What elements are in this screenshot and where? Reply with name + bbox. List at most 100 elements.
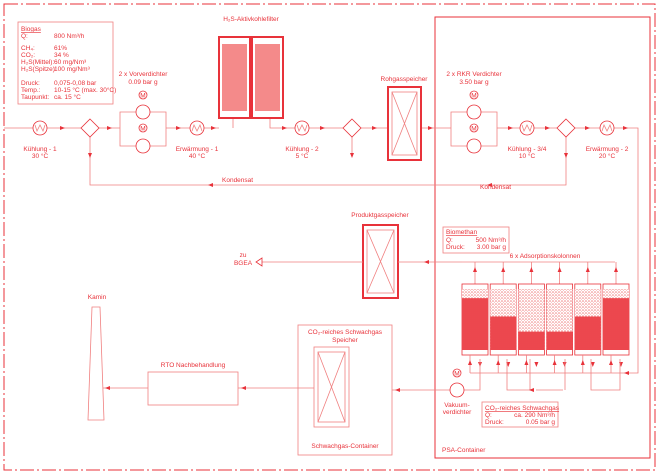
svg-text:30 °C: 30 °C (32, 152, 49, 160)
column-loaded-zone (603, 298, 629, 350)
svg-text:RTO Nachbehandlung: RTO Nachbehandlung (161, 362, 226, 369)
svg-text:Q:: Q: (21, 33, 28, 40)
schwachgas-speicher (313, 346, 350, 428)
schwachgas-speicher-label-2: Speicher (332, 337, 358, 344)
svg-text:ca. 15 °C: ca. 15 °C (54, 93, 81, 101)
svg-text:Druck:: Druck: (446, 244, 465, 251)
flow-arrow (585, 267, 590, 272)
flow-arrow (557, 267, 562, 272)
flow-arrow (473, 267, 477, 272)
schwachgas-speicher-label: CO₂-reiches Schwachgas (308, 329, 383, 336)
column-loaded-zone (490, 316, 517, 350)
svg-text:CO₂:: CO₂: (21, 52, 35, 59)
kuehlung-1: Kühlung - 130 °C (23, 120, 57, 160)
svg-text:34 %: 34 % (54, 52, 69, 59)
svg-text:H₂S(Spitze):: H₂S(Spitze): (21, 66, 57, 73)
svg-text:Druck:: Druck: (21, 80, 40, 87)
psa-container (434, 16, 651, 459)
svg-text:H₂S-Aktivkohlefilter: H₂S-Aktivkohlefilter (223, 16, 279, 23)
aktivkohlefilter: H₂S-Aktivkohlefilter (218, 16, 284, 119)
column-loaded-zone (462, 298, 488, 350)
flow-arrow (524, 360, 529, 365)
flow-arrow (590, 362, 595, 367)
svg-text:Kühlung - 2: Kühlung - 2 (285, 146, 319, 153)
kondensat-label: Kondensat (222, 177, 253, 184)
schwachgas-info-box: CO₂-reiches Schwachgas Q: ca. 290 Nm³/h D… (481, 401, 560, 428)
column-loaded-zone (574, 316, 601, 350)
svg-text:M: M (471, 126, 476, 133)
vakuumverdichter: M Vakuum-verdichter (443, 368, 472, 416)
kondensat-label-2: Kondensat (480, 184, 511, 191)
svg-text:40 °C: 40 °C (189, 152, 206, 160)
svg-text:500 Nm³/h: 500 Nm³/h (476, 237, 507, 244)
svg-text:61%: 61% (54, 45, 67, 52)
condensate-line (89, 136, 567, 186)
flow-arrow (529, 267, 534, 272)
kamin: Kamin (87, 294, 107, 421)
biomethan-info-box: Biomethan Q: 500 Nm³/h Druck: 3.00 bar g (442, 226, 510, 254)
produktgasspeicher: Produktgasspeicher (351, 212, 410, 299)
svg-text:100 mg/Nm³: 100 mg/Nm³ (54, 66, 91, 73)
svg-text:ca. 290 Nm³/h: ca. 290 Nm³/h (514, 412, 555, 419)
kuehlung-2: Kühlung - 25 °C (285, 120, 319, 160)
bgea-label-2: BGEA (234, 260, 253, 267)
svg-text:Erwärmung - 1: Erwärmung - 1 (176, 146, 219, 153)
svg-text:Biogas: Biogas (21, 26, 42, 33)
svg-text:5 °C: 5 °C (296, 152, 309, 160)
plant-boundary (3, 3, 656, 471)
flow-arrow (501, 267, 506, 272)
psa-container-label: PSA-Container (442, 447, 486, 454)
svg-text:Kühlung - 1: Kühlung - 1 (23, 146, 57, 153)
svg-text:Erwärmung - 2: Erwärmung - 2 (586, 146, 629, 153)
flow-arrow (552, 360, 557, 365)
column-loaded-zone (518, 331, 545, 350)
svg-text:Vakuum-: Vakuum- (444, 402, 470, 409)
svg-text:0.09 bar g: 0.09 bar g (128, 79, 158, 86)
svg-text:60 mg/Nm³: 60 mg/Nm³ (54, 59, 87, 66)
svg-text:Druck:: Druck: (485, 419, 504, 426)
svg-text:Rohgasspeicher: Rohgasspeicher (381, 76, 429, 83)
svg-text:Q:: Q: (446, 237, 453, 244)
svg-text:2 x Vorverdichter: 2 x Vorverdichter (119, 71, 169, 78)
svg-text:CO₂-reiches Schwachgas: CO₂-reiches Schwachgas (485, 405, 560, 412)
flow-arrow (534, 362, 539, 367)
svg-text:0.05 bar g: 0.05 bar g (526, 419, 556, 426)
biogas-info-box: Biogas Q: 800 Nm³/h CH₄: 61% CO₂: 34 % H₂S(… (17, 21, 116, 105)
erwaermung-1: Erwärmung - 140 °C (176, 120, 219, 160)
svg-text:M: M (140, 126, 145, 133)
svg-text:10 °C: 10 °C (519, 152, 536, 160)
bgea-outlet-arrow (255, 257, 263, 267)
svg-text:0,075-0,08 bar: 0,075-0,08 bar (54, 80, 97, 87)
kuehlung-34: Kühlung - 3/410 °C (508, 120, 547, 160)
svg-text:Biomethan: Biomethan (446, 229, 477, 236)
svg-text:3.50 bar g: 3.50 bar g (459, 79, 489, 86)
svg-text:20 °C: 20 °C (599, 152, 616, 160)
erwaermung-2: Erwärmung - 220 °C (586, 120, 629, 160)
separator-3 (556, 118, 576, 138)
svg-text:800 Nm³/h: 800 Nm³/h (54, 33, 85, 40)
rto-nachbehandlung: RTO Nachbehandlung (147, 362, 239, 406)
svg-text:CH₄:: CH₄: (21, 45, 35, 52)
svg-text:Kühlung - 3/4: Kühlung - 3/4 (508, 146, 547, 153)
separator-1 (80, 118, 100, 138)
column-loaded-zone (546, 331, 573, 350)
rohgasspeicher: Rohgasspeicher (381, 76, 429, 161)
svg-text:Q:: Q: (485, 412, 492, 419)
svg-text:2 x RKR Verdichter: 2 x RKR Verdichter (446, 71, 502, 78)
flow-arrow (468, 360, 472, 365)
flow-arrow (614, 267, 618, 272)
svg-text:H₂S(Mittel):: H₂S(Mittel): (21, 59, 54, 66)
svg-text:M: M (454, 371, 459, 378)
svg-text:Temp.:: Temp.: (21, 87, 41, 94)
svg-text:M: M (140, 93, 145, 100)
svg-text:3.00 bar g: 3.00 bar g (477, 244, 507, 251)
flow-arrow (609, 360, 613, 365)
schwachgas-container-label: Schwachgas-Container (311, 443, 379, 450)
svg-text:10-15 °C (max. 30°C): 10-15 °C (max. 30°C) (54, 86, 116, 94)
svg-text:M: M (471, 93, 476, 100)
svg-text:verdichter: verdichter (443, 409, 472, 416)
adsorption-columns (461, 262, 630, 373)
